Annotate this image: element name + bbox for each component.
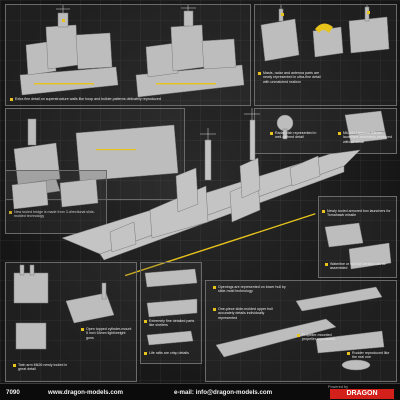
panel-superstructure: Extra fine detail on superstructure wall…: [5, 4, 251, 106]
powered-by-label: Powered by: [328, 385, 349, 389]
caption-harpoon: Mk-141 Harpoon missile launchers accurat…: [338, 131, 392, 144]
panel-hull: Openings are represented on lower hull b…: [205, 280, 397, 382]
caption-superstructure-walls: Extra fine detail on superstructure wall…: [10, 97, 195, 101]
caption-openings: Openings are represented on lower hull b…: [213, 285, 290, 294]
radar-harpoon-illustration: [276, 110, 388, 144]
caption-one-piece-hull: One-piece slide-molded upper hull accura…: [213, 307, 273, 320]
panel-guns: Twin arm Mk26 newly tooled in great deta…: [5, 262, 137, 382]
mast-detail-illustration: [260, 5, 390, 62]
caption-masts: Masts, radar and antenna parts are newly…: [258, 71, 327, 84]
hull-illustration: [215, 286, 385, 371]
caption-rails: Life rafts are crisp details: [144, 351, 199, 355]
caption-guns: Open topped cylinder-mount 5 inch 54mm l…: [81, 327, 132, 340]
caption-waterline: Waterline or full-hull version can be as…: [325, 262, 392, 271]
panel-deck-details: Extremely fine detailed parts like shelt…: [140, 262, 202, 364]
caption-radar-dish: Radar dish represented in well-defined d…: [270, 131, 321, 140]
panel-radar-harpoon: Radar dish represented in well-defined d…: [254, 108, 397, 154]
deck-details-illustration: [144, 268, 198, 346]
caption-rudder: Rudder reproduced like the real one: [347, 351, 394, 360]
panel-bridge-closeup: [5, 170, 107, 234]
tomahawk-launcher-illustration: [324, 222, 392, 270]
footer-bar: 7090 www.dragon-models.com e-mail: info@…: [0, 383, 400, 400]
caption-propeller: Propeller-mounted propeller reproduced: [297, 333, 344, 342]
bridge-closeup-illustration: [11, 178, 99, 210]
caption-mk26: Twin arm Mk26 newly tooled in great deta…: [13, 363, 74, 372]
superstructure-model-illustration: [19, 5, 245, 98]
email-link[interactable]: e-mail: info@dragon-models.com: [174, 389, 273, 396]
dragon-logo: DRAGON: [330, 389, 394, 399]
website-link[interactable]: www.dragon-models.com: [48, 389, 124, 396]
caption-deck-details: Extremely fine detailed parts like shelt…: [144, 319, 199, 328]
panel-masts: Masts, radar and antenna parts are newly…: [254, 4, 397, 106]
gun-mount-illustration: [13, 264, 115, 350]
caption-tomahawk: Newly tooled armored box launchers for T…: [322, 209, 393, 218]
panel-tomahawk: Newly tooled armored box launchers for T…: [318, 196, 397, 278]
caption-bridge: New tooled bridge is made from 3-directi…: [9, 210, 98, 219]
product-code: 7090: [6, 389, 20, 396]
